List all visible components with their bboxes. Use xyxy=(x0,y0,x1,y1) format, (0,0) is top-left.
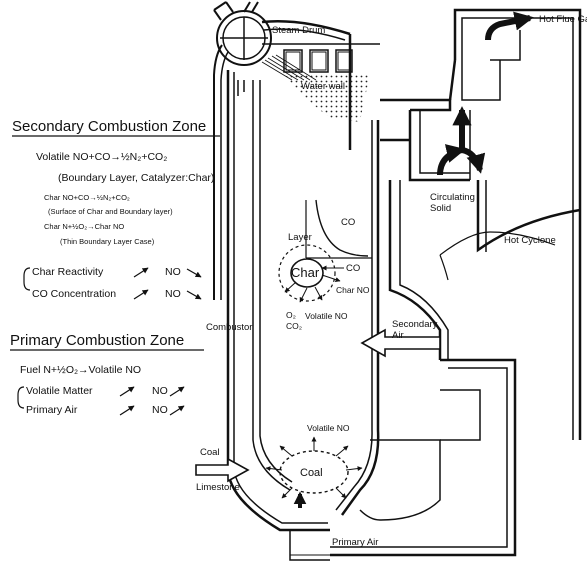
secondary-trend1-label: Char Reactivity xyxy=(32,266,104,278)
hot-flue-gas-label: Hot Flue Gas xyxy=(539,14,587,25)
secondary-eq2-note: (Surface of Char and Boundary layer) xyxy=(48,207,173,216)
circulating-label-1: Circulating xyxy=(430,192,475,203)
secondary-eq3: Char N+½O₂→Char NO xyxy=(44,222,124,231)
combustor-label: Combustor xyxy=(206,322,252,333)
hot-cyclone xyxy=(330,110,580,555)
riser-column xyxy=(238,80,292,490)
steam-drum xyxy=(214,2,271,300)
secondary-trend-brace xyxy=(24,268,30,290)
layer-label: Layer xyxy=(288,232,312,243)
hot-cyclone-label: Hot Cyclone xyxy=(504,235,556,246)
primary-trend1-up-arrow xyxy=(120,387,134,396)
primary-trend2-result-arrow xyxy=(170,406,184,415)
primary-air-label: Primary Air xyxy=(332,537,378,548)
primary-air-duct xyxy=(290,530,330,560)
water-wall-label: Water wall xyxy=(301,81,345,92)
secondary-trend2-result: NO xyxy=(165,288,181,300)
coal-label: Coal xyxy=(200,447,220,458)
circulating-label-2: Solid xyxy=(430,203,451,214)
secondary-trend2-up-arrow xyxy=(134,290,148,299)
combustor-walls xyxy=(228,10,580,530)
secondary-eq1-note: (Boundary Layer, Catalyzer:Char) xyxy=(58,172,214,184)
volatile-no-bottom-label: Volatile NO xyxy=(307,423,350,433)
co-arrow-label: CO xyxy=(346,263,360,274)
secondary-trend2-label: CO Concentration xyxy=(32,288,116,300)
coal-particle-label: Coal xyxy=(300,467,323,479)
secondary-trend1-result: NO xyxy=(165,266,181,278)
primary-trend1-result-arrow xyxy=(170,387,184,396)
secondary-trend1-down-arrow xyxy=(187,269,201,277)
volatile-no-mid-label: Volatile NO xyxy=(305,311,348,321)
secondary-eq2: Char NO+CO→½N₂+CO₂ xyxy=(44,193,130,202)
o2-label: O₂ xyxy=(286,310,296,320)
split-arrow xyxy=(440,110,480,175)
secondary-trend2-down-arrow xyxy=(187,291,201,299)
secondary-eq1: Volatile NO+CO→½N₂+CO₂ xyxy=(36,151,167,163)
secondary-air-label-1: Secondary xyxy=(392,319,438,330)
secondary-trend1-up-arrow xyxy=(134,268,148,277)
primary-trend2-up-arrow xyxy=(120,406,134,415)
secondary-zone-title: Secondary Combustion Zone xyxy=(12,118,206,135)
primary-trend2-label: Primary Air xyxy=(26,404,78,416)
secondary-eq3-note: (Thin Boundary Layer Case) xyxy=(60,237,155,246)
primary-trend2-result: NO xyxy=(152,404,168,416)
char-label: Char xyxy=(291,265,320,280)
limestone-label: Limestone xyxy=(196,482,240,493)
secondary-air-label-2: Air xyxy=(392,330,404,341)
char-no-label: Char NO xyxy=(336,285,370,295)
co2-label: CO₂ xyxy=(286,321,302,331)
primary-eq1: Fuel N+½O₂→Volatile NO xyxy=(20,364,141,376)
hot-flue-gas-arrow xyxy=(488,18,530,40)
primary-trend1-result: NO xyxy=(152,385,168,397)
primary-trend-brace xyxy=(18,387,24,408)
coal-limestone-arrow xyxy=(196,459,248,481)
primary-trend1-label: Volatile Matter xyxy=(26,385,93,397)
primary-zone-title: Primary Combustion Zone xyxy=(10,332,184,349)
co-curve-label: CO xyxy=(341,217,355,228)
